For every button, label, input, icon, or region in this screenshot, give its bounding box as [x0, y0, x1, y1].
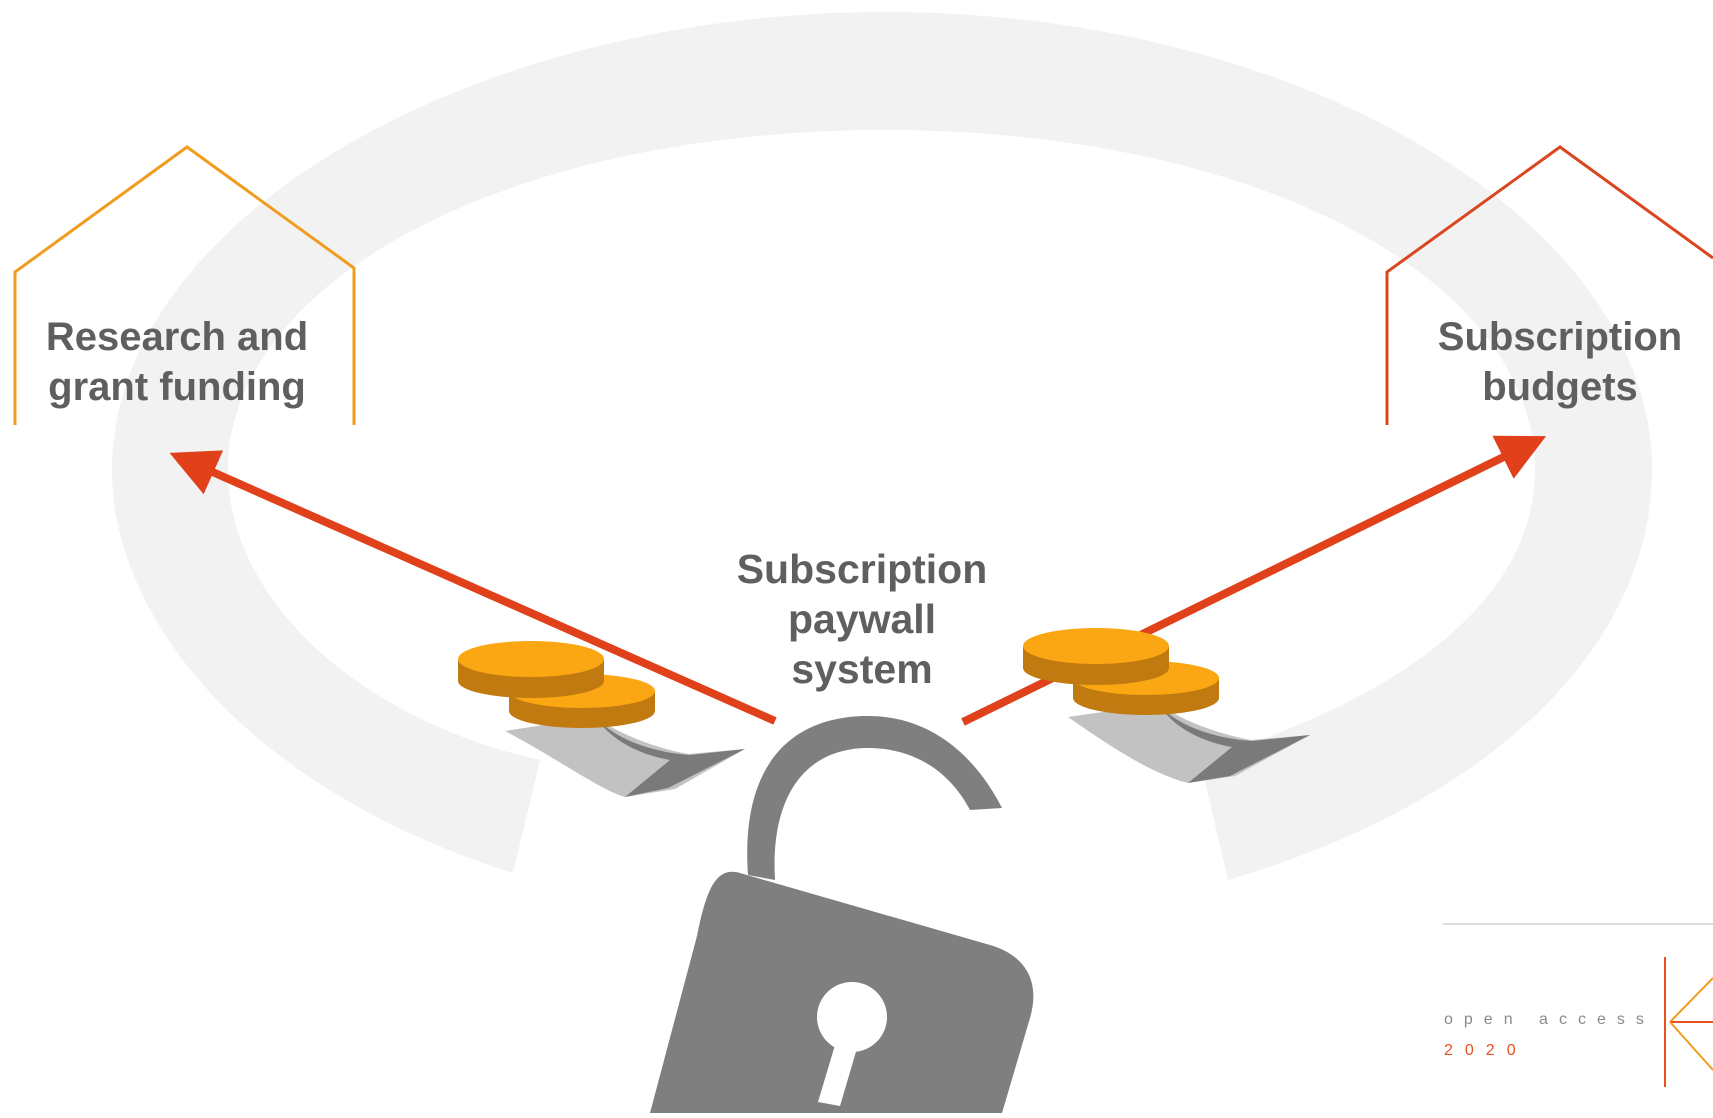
subscription-budgets-label-line-2: budgets	[1482, 365, 1638, 409]
cycle-ring	[112, 12, 1652, 880]
paywall-system-label-line-2: paywall	[787, 596, 937, 642]
research-funding-label-line-1: Research and	[45, 315, 309, 359]
open-access-2020-logo	[1443, 923, 1713, 1087]
arrow-to-research-funding	[169, 450, 777, 725]
subscription-budgets-label-line-1: Subscription	[1437, 315, 1683, 359]
house-outline-icon-left	[13, 145, 356, 425]
padlock-icon	[650, 716, 1034, 1113]
coins-in-hand-icon-right	[1023, 628, 1310, 783]
coins-in-hand-icon-left	[458, 641, 745, 797]
paywall-system-label: Subscription paywall system	[712, 544, 1012, 694]
research-funding-label-line-2: grant funding	[48, 365, 306, 409]
logo-wordmark: open access	[1444, 1011, 1655, 1028]
paywall-system-label-line-1: Subscription	[736, 546, 988, 592]
paywall-system-label-line-3: system	[791, 646, 933, 692]
house-outline-icon-right	[1385, 145, 1713, 425]
research-funding-label: Research and grant funding	[18, 312, 336, 412]
logo-year: 2020	[1444, 1042, 1528, 1059]
subscription-budgets-label: Subscription budgets	[1410, 312, 1710, 412]
